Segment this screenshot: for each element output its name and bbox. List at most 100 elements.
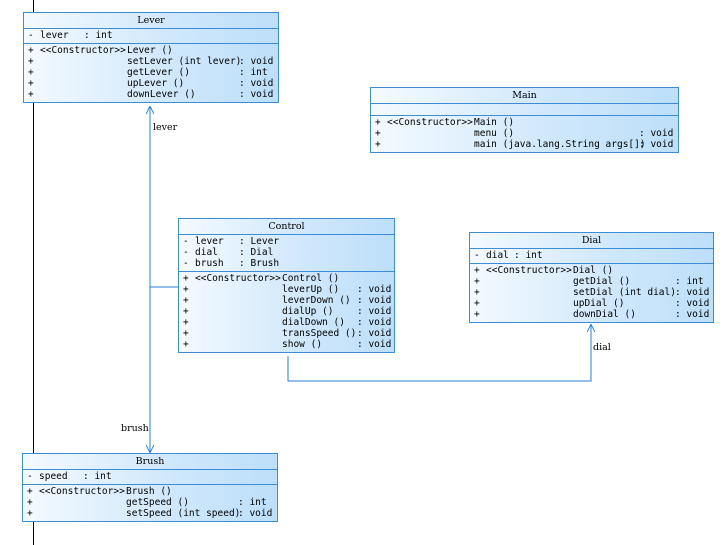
visibility-marker: +: [375, 128, 381, 139]
operation-signature: setLever (int lever): [127, 56, 242, 67]
stereotype: <<Constructor>>: [39, 486, 125, 497]
visibility-marker: -: [474, 250, 480, 261]
stereotype: <<Constructor>>: [195, 273, 281, 284]
operation-row: +menu (): void: [371, 128, 678, 139]
operation-signature: transSpeed (): [282, 328, 357, 339]
operation-signature: getLever (): [127, 67, 190, 78]
attribute-name: lever: [40, 30, 69, 41]
operation-signature: Lever (): [127, 45, 173, 56]
attributes-section: -speed: int: [23, 470, 277, 485]
operation-signature: Dial (): [573, 265, 614, 276]
attribute-type: : int: [84, 30, 113, 41]
attribute-type: : Brush: [239, 258, 280, 269]
visibility-marker: +: [474, 309, 480, 320]
class-main[interactable]: Main +<<Constructor>>Main ()+menu (): vo…: [370, 87, 679, 153]
class-title: Dial: [470, 233, 713, 249]
operation-row: +setDial (int dial): void: [470, 287, 713, 298]
operation-signature: downDial (): [573, 309, 636, 320]
operation-signature: downLever (): [127, 89, 196, 100]
operation-row: +dialDown (): void: [179, 317, 394, 328]
return-type: : void: [239, 56, 274, 67]
return-type: : void: [675, 287, 710, 298]
return-type: : void: [238, 508, 273, 519]
attribute-name: brush: [195, 258, 224, 269]
attribute-row: -brush : Brush: [179, 258, 394, 269]
visibility-marker: +: [28, 78, 34, 89]
return-type: : void: [675, 309, 710, 320]
operation-row: +downLever (): void: [24, 89, 278, 100]
return-type: : void: [675, 298, 710, 309]
operation-row: + upLever () : void: [24, 78, 278, 89]
visibility-marker: +: [183, 273, 189, 284]
operation-row: + <<Constructor>>Lever (): [24, 45, 278, 56]
return-type: : void: [357, 328, 392, 339]
stereotype: <<Constructor>>: [40, 45, 126, 56]
operations-section: +<<Constructor>>Dial ()+getDial (): int+…: [470, 264, 713, 322]
visibility-marker: +: [183, 328, 189, 339]
attribute-name: dial: [486, 250, 509, 261]
operation-row: +leverDown (): void: [179, 295, 394, 306]
visibility-marker: -: [27, 471, 33, 482]
class-dial[interactable]: Dial -dial: int +<<Constructor>>Dial ()+…: [469, 232, 714, 323]
visibility-marker: -: [183, 258, 189, 269]
operation-signature: Control (): [282, 273, 340, 284]
class-title: Control: [179, 219, 394, 235]
operations-section: + <<Constructor>>Lever () + setLever (int l…: [24, 44, 278, 102]
return-type: : void: [357, 295, 392, 306]
association-lever: [150, 107, 178, 288]
class-lever[interactable]: Lever -lever: int +<<Constructor>>Lever …: [23, 12, 279, 103]
visibility-marker: +: [28, 45, 34, 56]
operation-row: + transSpeed (): void: [179, 328, 394, 339]
brush-role-label: brush: [121, 423, 149, 434]
attributes-section: [371, 104, 678, 116]
class-brush[interactable]: Brush -speed: int +<<Constructor>>Brush …: [22, 453, 278, 522]
visibility-marker: +: [183, 339, 189, 350]
operation-row: +setSpeed (int speed): void: [23, 508, 277, 519]
visibility-marker: +: [474, 298, 480, 309]
return-type: : int: [238, 497, 267, 508]
attribute-row: -lever: Lever: [179, 236, 394, 247]
operation-signature: Brush (): [126, 486, 172, 497]
visibility-marker: -: [183, 236, 189, 247]
operation-row: +upDial (): void: [470, 298, 713, 309]
attributes-section: -lever: int: [24, 29, 278, 44]
class-control[interactable]: Control -lever: Lever-dial: Dial-brush : …: [178, 218, 395, 353]
operation-row: +getSpeed (): int: [23, 497, 277, 508]
visibility-marker: +: [183, 306, 189, 317]
return-type: : void: [357, 284, 392, 295]
operation-signature: show (): [282, 339, 323, 350]
visibility-marker: +: [28, 56, 34, 67]
return-type: : void: [239, 89, 274, 100]
operation-row: + downDial () : void: [470, 309, 713, 320]
operation-signature: getSpeed (): [126, 497, 189, 508]
operation-signature: getDial (): [573, 276, 631, 287]
lever-role-label: lever: [153, 122, 178, 133]
visibility-marker: +: [183, 317, 189, 328]
operation-row: +main (java.lang.String args[]): void: [371, 139, 678, 150]
operation-row: +getLever (): int: [24, 67, 278, 78]
operation-row: +<<Constructor>>Main (): [371, 117, 678, 128]
return-type: : void: [239, 78, 274, 89]
left-margin-line: [33, 0, 34, 545]
operation-row: +show (): void: [179, 339, 394, 350]
visibility-marker: +: [28, 67, 34, 78]
class-title: Lever: [24, 13, 278, 29]
operations-section: +<<Constructor>>Brush ()+getSpeed (): in…: [23, 485, 277, 521]
return-type: : void: [639, 139, 674, 150]
attribute-row: -lever: int: [24, 30, 278, 41]
attributes-section: -lever: Lever-dial: Dial-brush : Brush: [179, 235, 394, 272]
visibility-marker: +: [375, 117, 381, 128]
operation-signature: dialDown (): [282, 317, 345, 328]
operation-signature: menu (): [474, 128, 515, 139]
dial-role-label: dial: [593, 342, 611, 353]
operation-signature: setDial (int dial): [573, 287, 676, 298]
operation-signature: dialUp (): [282, 306, 334, 317]
operation-signature: leverDown (): [282, 295, 351, 306]
attribute-name: dial: [195, 247, 218, 258]
attributes-section: -dial: int: [470, 249, 713, 264]
operation-signature: upLever (): [127, 78, 185, 89]
attribute-type: : int: [83, 471, 112, 482]
visibility-marker: -: [183, 247, 189, 258]
visibility-marker: +: [474, 276, 480, 287]
attribute-row: -dial: Dial: [179, 247, 394, 258]
